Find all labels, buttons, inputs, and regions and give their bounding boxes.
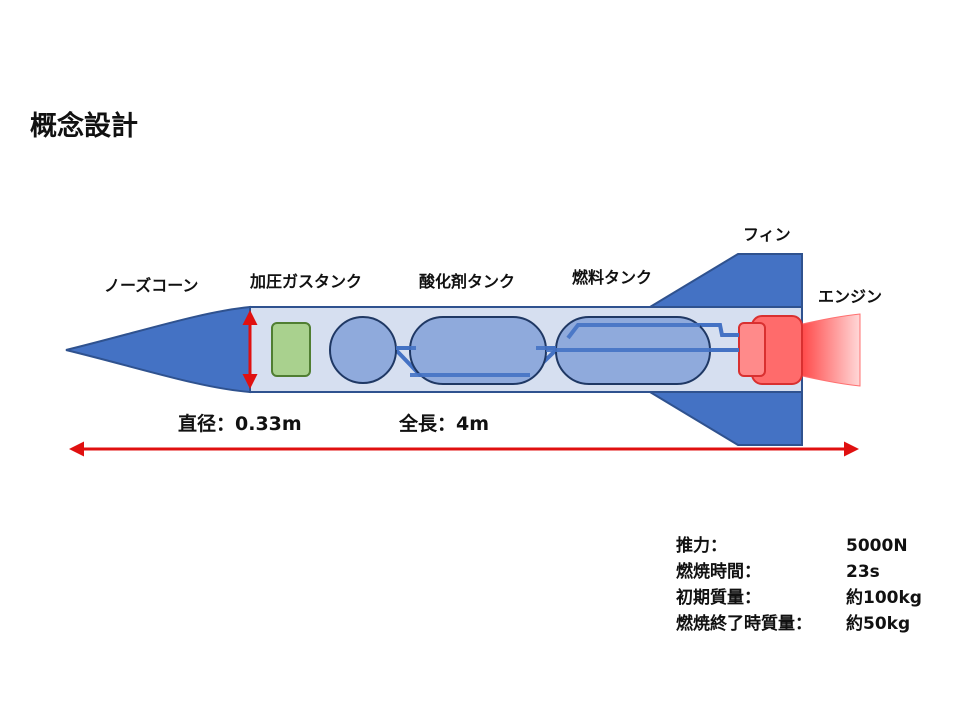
- spec-key: 初期質量：: [676, 588, 761, 608]
- label-engine: エンジン: [818, 287, 882, 306]
- label-diameter: 直径：0.33m: [178, 412, 302, 435]
- nose-cone: [65, 305, 251, 394]
- pressurant-bottle: [271, 322, 311, 377]
- spec-value: 23s: [846, 562, 880, 582]
- spec-value: 約100kg: [846, 588, 922, 608]
- spec-value: 約50kg: [846, 614, 911, 634]
- page-title: 概念設計: [30, 111, 138, 142]
- spec-key: 推力：: [676, 536, 727, 556]
- fin-lower: [646, 391, 803, 446]
- label-length: 全長：4m: [398, 412, 489, 435]
- spec-row-thrust: 推力： 5000N: [676, 533, 922, 559]
- spec-row-burnout-mass: 燃焼終了時質量： 約50kg: [676, 611, 922, 637]
- spec-value: 5000N: [846, 536, 908, 556]
- tank-pipe-overlay: [396, 323, 720, 377]
- fin-upper: [646, 253, 803, 308]
- spec-row-initial-mass: 初期質量： 約100kg: [676, 585, 922, 611]
- spec-key: 燃焼終了時質量：: [676, 614, 812, 634]
- label-pressurant-tank: 加圧ガスタンク: [249, 272, 362, 291]
- spec-row-burn-time: 燃焼時間： 23s: [676, 559, 922, 585]
- spec-key: 燃焼時間：: [676, 562, 761, 582]
- engine-manifold: [738, 322, 766, 377]
- spec-table: 推力： 5000N 燃焼時間： 23s 初期質量： 約100kg 燃焼終了時質量…: [676, 533, 922, 637]
- pressurant-tank: [329, 316, 397, 384]
- label-nose-cone: ノーズコーン: [104, 276, 198, 295]
- label-oxidizer-tank: 酸化剤タンク: [419, 272, 515, 291]
- label-fin: フィン: [743, 225, 791, 244]
- label-fuel-tank: 燃料タンク: [572, 268, 652, 287]
- engine-plume: [797, 313, 861, 387]
